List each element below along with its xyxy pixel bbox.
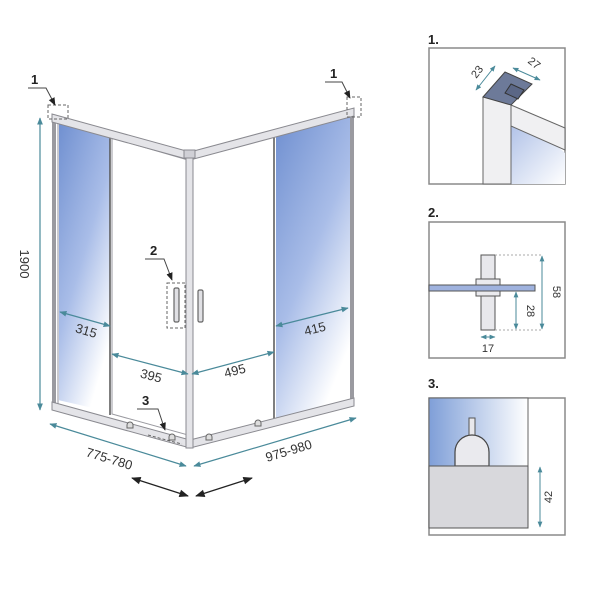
adjustment-arrows bbox=[131, 476, 253, 498]
callout-1-right-box bbox=[346, 96, 362, 118]
callout-2-label: 2 bbox=[150, 243, 157, 258]
dim-right-fixed: 415 bbox=[303, 319, 328, 339]
detail-2-dim-width: 17 bbox=[482, 343, 494, 355]
detail-3-dim-height: 42 bbox=[543, 491, 555, 503]
left-fixed-glass bbox=[58, 122, 110, 412]
corner-post bbox=[183, 149, 196, 449]
enclosure-right-panel bbox=[189, 107, 355, 449]
callout-1-left-label: 1 bbox=[31, 72, 38, 87]
detail-2-label: 2. bbox=[428, 205, 439, 220]
detail-1-dim-b: 27 bbox=[525, 55, 542, 72]
dim-left-fixed: 315 bbox=[74, 320, 99, 340]
door-handles bbox=[166, 282, 204, 329]
callout-1-left-box bbox=[47, 104, 69, 120]
detail-2-handle bbox=[428, 221, 566, 359]
dim-height: 1900 bbox=[17, 250, 32, 279]
detail-1-profile bbox=[428, 47, 566, 185]
callout-2-box bbox=[166, 282, 186, 329]
enclosure-left-panel bbox=[51, 113, 191, 449]
detail-2-dim-lower: 28 bbox=[524, 305, 536, 317]
detail-2-dim-total: 58 bbox=[550, 286, 562, 298]
detail-3-label: 3. bbox=[428, 376, 439, 391]
right-fixed-glass bbox=[276, 116, 350, 418]
callout-1-right-label: 1 bbox=[330, 66, 337, 81]
dim-right-door: 495 bbox=[222, 361, 247, 381]
dimension-lines bbox=[37, 117, 357, 467]
detail-3-roller bbox=[428, 397, 566, 536]
dim-left-door: 395 bbox=[139, 366, 164, 386]
callout-3-label: 3 bbox=[142, 393, 149, 408]
detail-1-label: 1. bbox=[428, 32, 439, 47]
detail-1-dim-a: 23 bbox=[469, 64, 486, 81]
dim-right-width: 975-980 bbox=[264, 437, 314, 465]
callout-leaders bbox=[28, 81, 351, 431]
dim-left-width: 775-780 bbox=[84, 445, 134, 473]
